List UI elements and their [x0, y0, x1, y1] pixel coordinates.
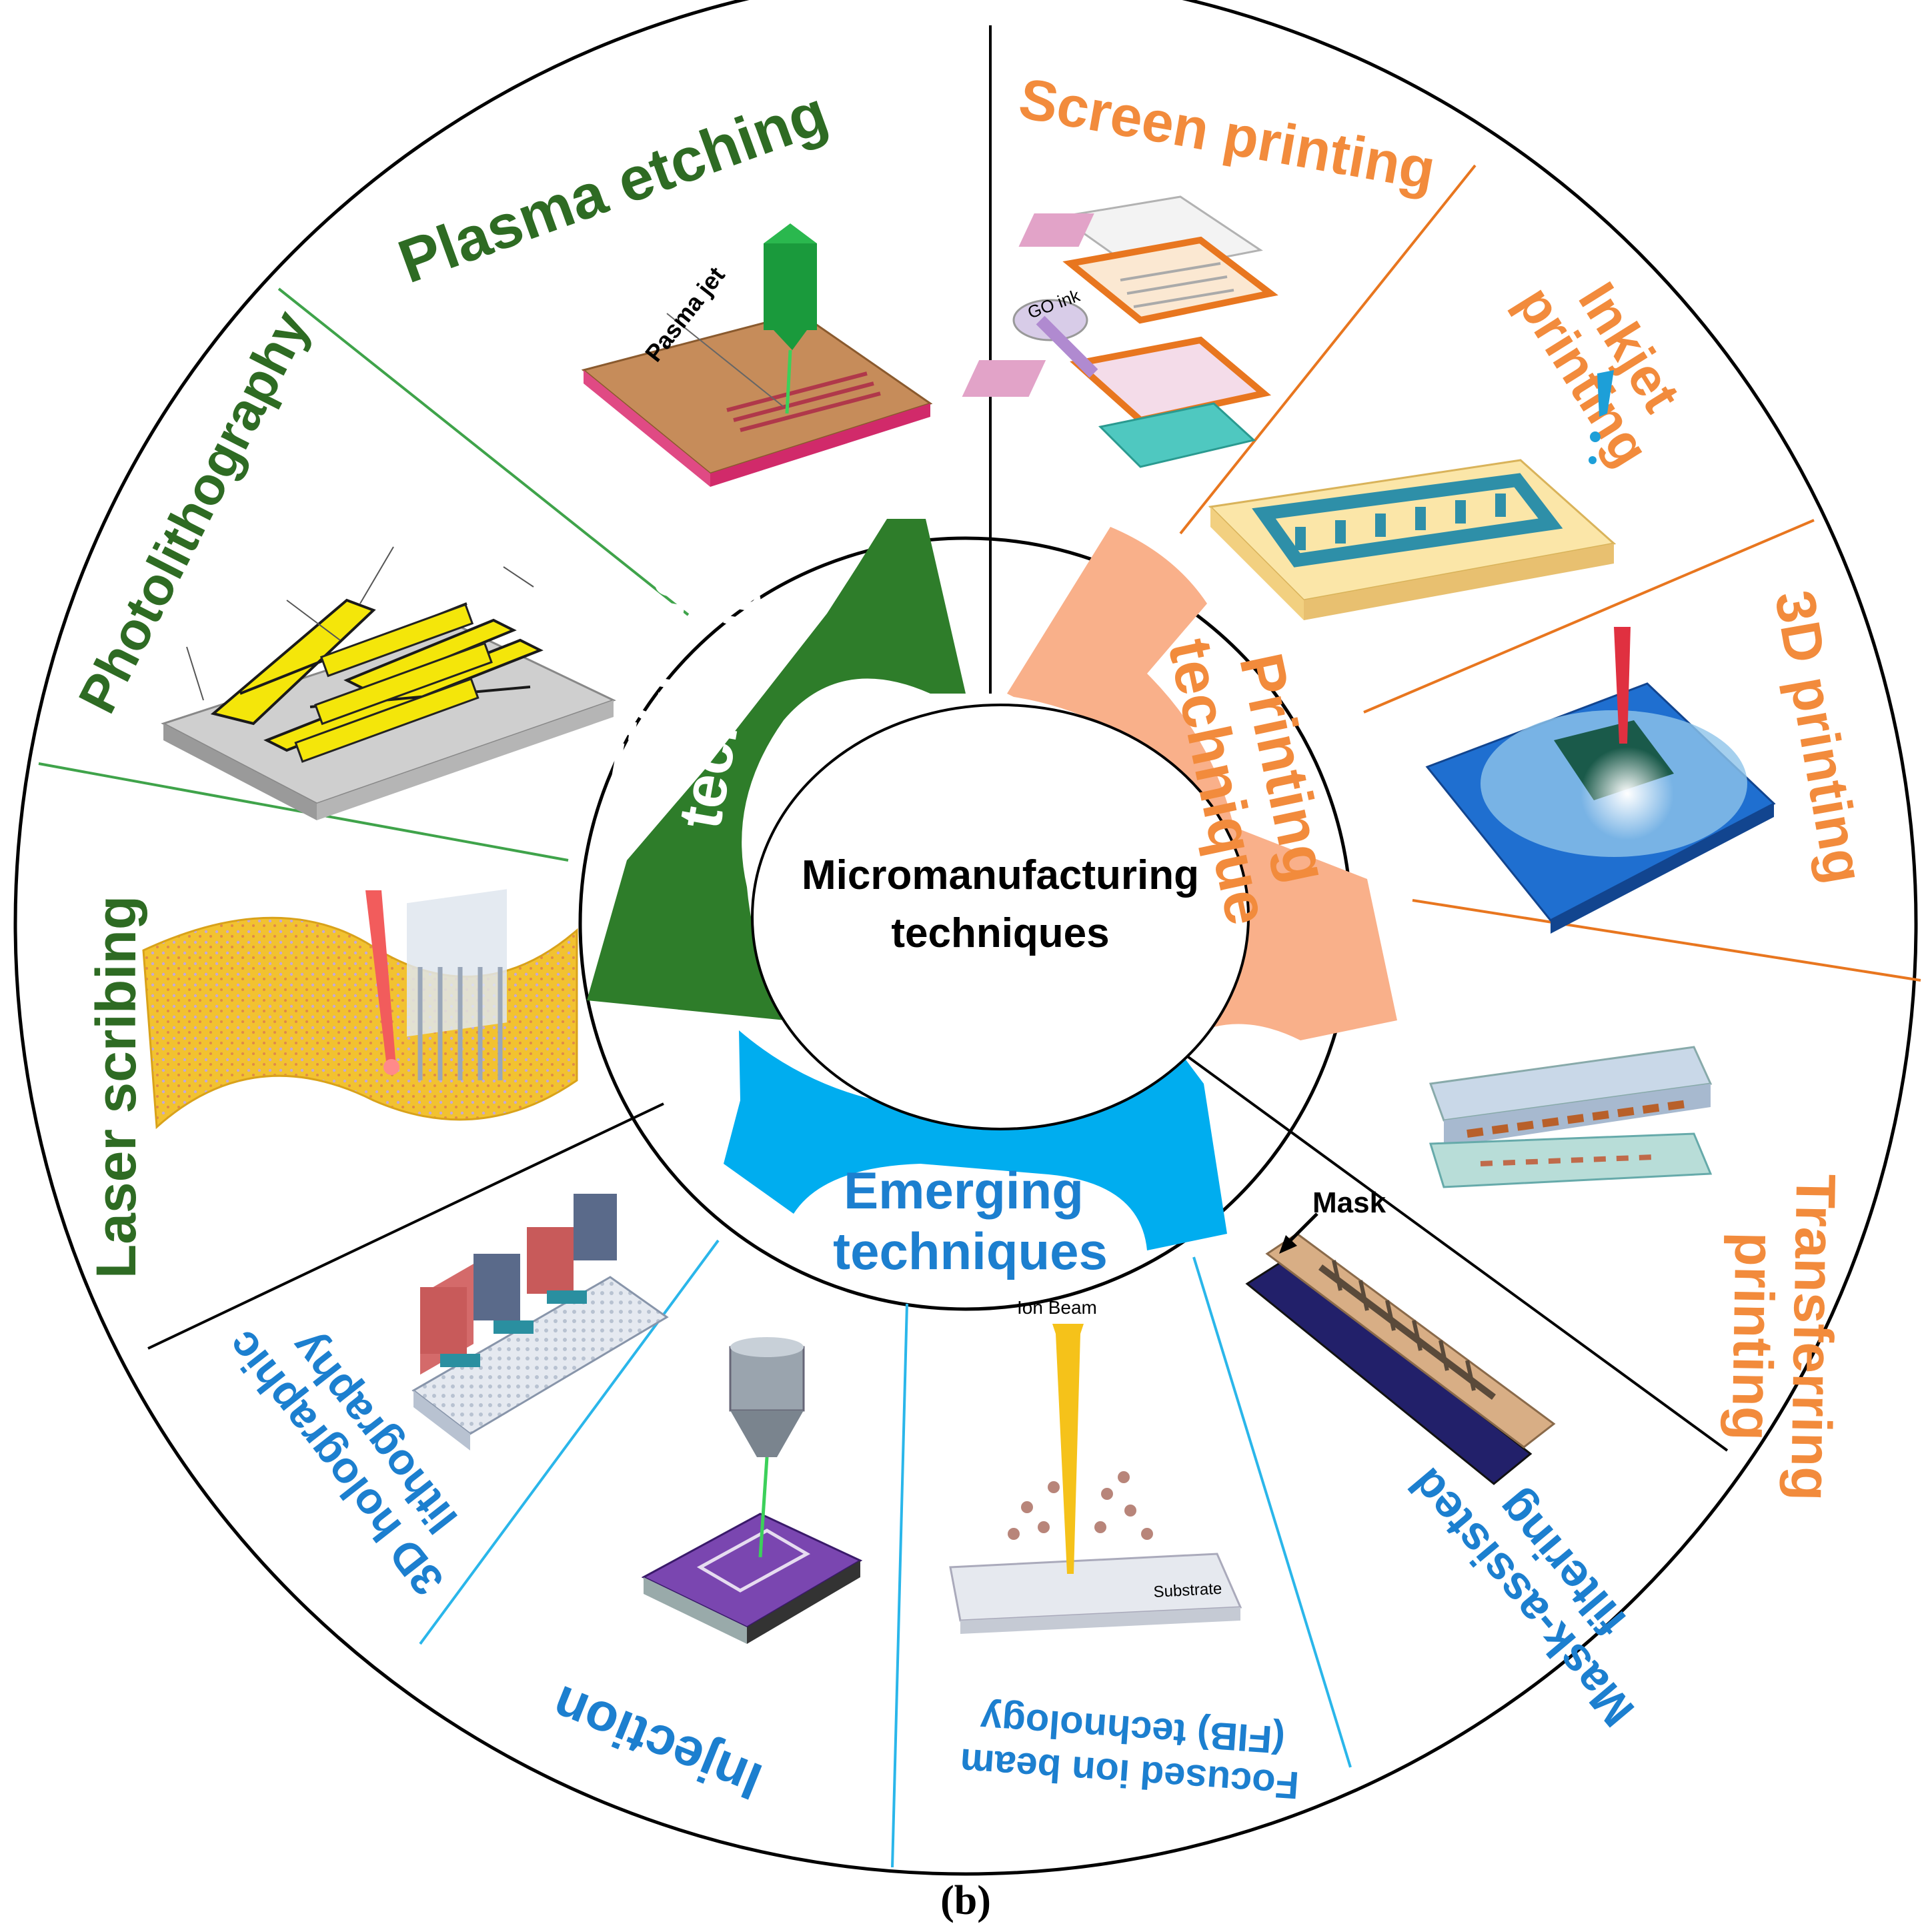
method-transferring-printing-line1: Transferring — [1779, 1174, 1848, 1502]
substrate-label: Substrate — [1153, 1580, 1222, 1601]
mask-label: Mask — [1312, 1186, 1386, 1219]
holographic-lithography-illustration — [411, 1194, 669, 1451]
emerging-techniques-label-line1: Emerging — [844, 1161, 1084, 1220]
center-title-line1: Micromanufacturing — [802, 852, 1199, 898]
mask-assisted-filtering-illustration — [1245, 1212, 1556, 1485]
printing-technique-shape — [1007, 527, 1397, 1040]
section-dividers — [38, 25, 1921, 1868]
inkjet-printing-illustration — [1208, 370, 1617, 620]
screen-printing-illustration — [962, 195, 1278, 468]
fib-technology-illustration — [949, 1324, 1242, 1634]
photolithography-illustration — [161, 546, 616, 820]
method-laser-scribing: Laser scribing — [85, 896, 147, 1278]
plasma-etching-illustration — [581, 223, 933, 487]
figure-caption: (b) — [940, 1878, 991, 1923]
3d-printing-illustration — [1425, 627, 1776, 934]
etching-technique-shape — [587, 519, 966, 1020]
injection-illustration — [641, 1337, 863, 1644]
method-transferring-printing-line2: printing — [1720, 1232, 1786, 1441]
transferring-printing-illustration — [1428, 1046, 1713, 1188]
emerging-techniques-label-line2: techniques — [833, 1222, 1108, 1280]
laser-scribing-illustration — [142, 889, 578, 1130]
center-title-line2: techniques — [891, 910, 1109, 956]
ion-beam-label: Ion Beam — [1017, 1297, 1097, 1318]
center-hub — [751, 704, 1250, 1130]
method-transferring-printing-group: Transferring printing — [1720, 1174, 1848, 1502]
